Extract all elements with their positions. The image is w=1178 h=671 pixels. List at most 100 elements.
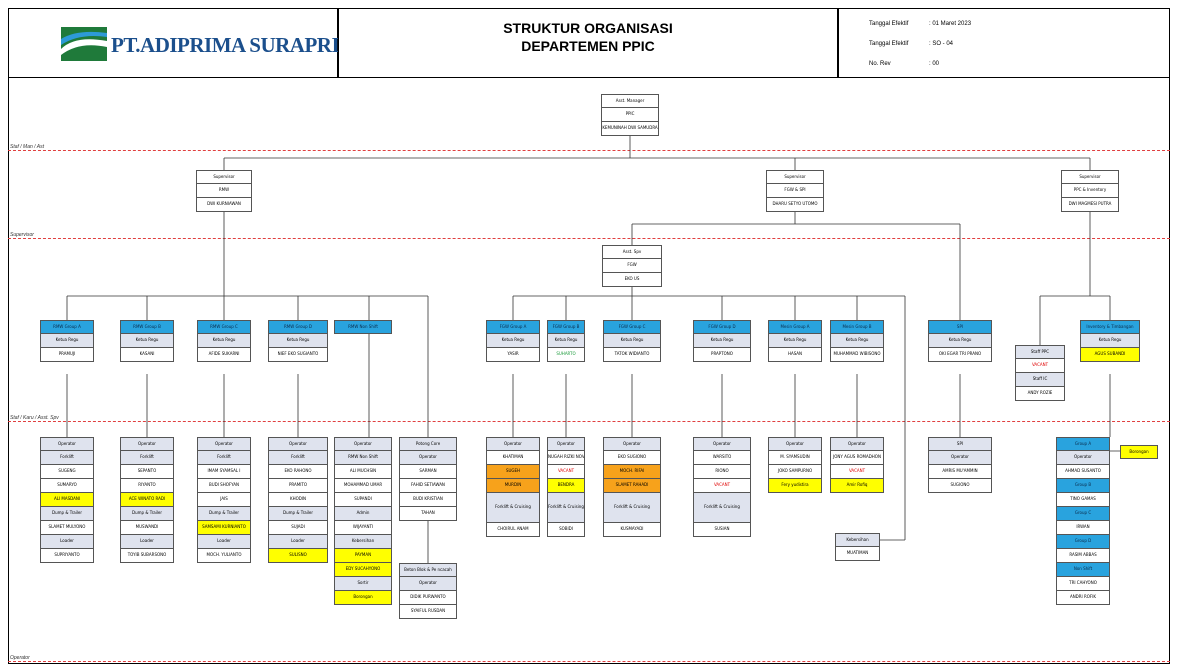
- org-cell: Operator: [693, 437, 751, 451]
- org-cell: MUSWANDI: [120, 521, 174, 535]
- org-cell: VACANT: [1015, 359, 1065, 373]
- org-cell: AGUS SUBANDI: [1080, 348, 1140, 362]
- org-cell: AHMAD SUSANTO: [1056, 465, 1110, 479]
- org-cell: KEMUNINAH DWI SAMUDRA: [601, 122, 659, 136]
- org-cell: Operator: [120, 437, 174, 451]
- org-cell: Operator: [334, 437, 392, 451]
- org-cell: PRAMITO: [268, 479, 328, 493]
- title-box: STRUKTUR ORGANISASI DEPARTEMEN PPIC: [338, 8, 838, 78]
- org-cell: Forklift & Cruising: [603, 493, 661, 523]
- org-cell: Inventory & Timbangan: [1080, 320, 1140, 334]
- org-cell: Kebersihan: [334, 535, 392, 549]
- org-cell: M. SYAMSUDIN: [768, 451, 822, 465]
- org-cell: Borongan: [334, 591, 392, 605]
- org-cell: SLAMET RAHADI: [603, 479, 661, 493]
- level-label: Staf / Karu / Asst. Spv: [10, 415, 59, 421]
- org-cell: Operator: [928, 451, 992, 465]
- org-cell: YASIR: [486, 348, 540, 362]
- borongan-badge: Borongan: [1120, 445, 1158, 459]
- org-cell: Staff IC: [1015, 373, 1065, 387]
- page-title: STRUKTUR ORGANISASI: [503, 20, 673, 36]
- level-label: Operator: [10, 655, 30, 661]
- org-cell: Fery yudistira: [768, 479, 822, 493]
- org-cell: Loader: [120, 535, 174, 549]
- org-cell: RMW Non Shift: [334, 451, 392, 465]
- org-cell: Ketua Regu: [197, 334, 251, 348]
- org-cell: VACANT: [693, 479, 751, 493]
- org-cell: Amir Rofiq: [830, 479, 884, 493]
- org-cell: Kebersihan: [835, 533, 880, 547]
- level-line: [8, 238, 1170, 239]
- org-cell: KUSMAYADI: [603, 523, 661, 537]
- org-cell: NUGAH RIZKI NOVIA: [547, 451, 585, 465]
- org-cell: RMW Group A: [40, 320, 94, 334]
- org-cell: SUHARTO: [547, 348, 585, 362]
- org-cell: VACANT: [830, 465, 884, 479]
- org-cell: PPIC: [601, 108, 659, 122]
- page-subtitle: DEPARTEMEN PPIC: [521, 38, 655, 54]
- org-cell: BUDI SHOFYAN: [197, 479, 251, 493]
- org-cell: Ketua Regu: [768, 334, 822, 348]
- org-cell: HASAN: [768, 348, 822, 362]
- org-cell: SUGEH: [486, 465, 540, 479]
- org-cell: Forklift: [197, 451, 251, 465]
- org-cell: Dump & Trailer: [197, 507, 251, 521]
- org-cell: WARSITO: [693, 451, 751, 465]
- org-cell: TRI CAHYONO: [1056, 577, 1110, 591]
- org-cell: Ketua Regu: [40, 334, 94, 348]
- org-cell: Mesin Group B: [830, 320, 884, 334]
- level-label: Supervisor: [10, 232, 34, 238]
- org-cell: Admin: [334, 507, 392, 521]
- org-cell: RIONO: [693, 465, 751, 479]
- org-cell: PRAPTONO: [693, 348, 751, 362]
- org-cell: Group C: [1056, 507, 1110, 521]
- org-cell: SLAMET MULYONO: [40, 521, 94, 535]
- org-cell: Operator: [399, 577, 457, 591]
- company-name: PT.ADIPRIMA SURAPRINTA: [111, 33, 381, 57]
- meta-row: No. Rev: 00: [869, 61, 940, 67]
- org-cell: CHOIRUL ANAM: [486, 523, 540, 537]
- org-cell: SUPRIYANTO: [40, 549, 94, 563]
- org-cell: DHARU SETYO UTOMO: [766, 198, 824, 212]
- org-cell: Loader: [268, 535, 328, 549]
- org-cell: FGW Group D: [693, 320, 751, 334]
- org-cell: NIEF EKO SUGIANTO: [268, 348, 328, 362]
- level-label: Staf / Man / Ast: [10, 144, 44, 150]
- org-cell: TINO GAMAS: [1056, 493, 1110, 507]
- org-cell: RMW Non Shift: [334, 320, 392, 334]
- org-cell: Ketua Regu: [268, 334, 328, 348]
- org-cell: BENDRA: [547, 479, 585, 493]
- org-cell: JOKO SAMPURNO: [768, 465, 822, 479]
- meta-row: Tanggal Efektif: SO - 04: [869, 41, 954, 47]
- org-cell: Staff PPC: [1015, 345, 1065, 359]
- org-cell: Group B: [1056, 479, 1110, 493]
- org-cell: Potong Core: [399, 437, 457, 451]
- org-cell: Non Shift: [1056, 563, 1110, 577]
- org-cell: Dump & Trailer: [120, 507, 174, 521]
- org-cell: Operator: [399, 451, 457, 465]
- org-cell: RASIM ABBAS: [1056, 549, 1110, 563]
- org-cell: PAYMAN: [334, 549, 392, 563]
- org-cell: KHATIMAN: [486, 451, 540, 465]
- org-cell: ANDRI ROFIK: [1056, 591, 1110, 605]
- org-cell: MOCH. YULIANTO: [197, 549, 251, 563]
